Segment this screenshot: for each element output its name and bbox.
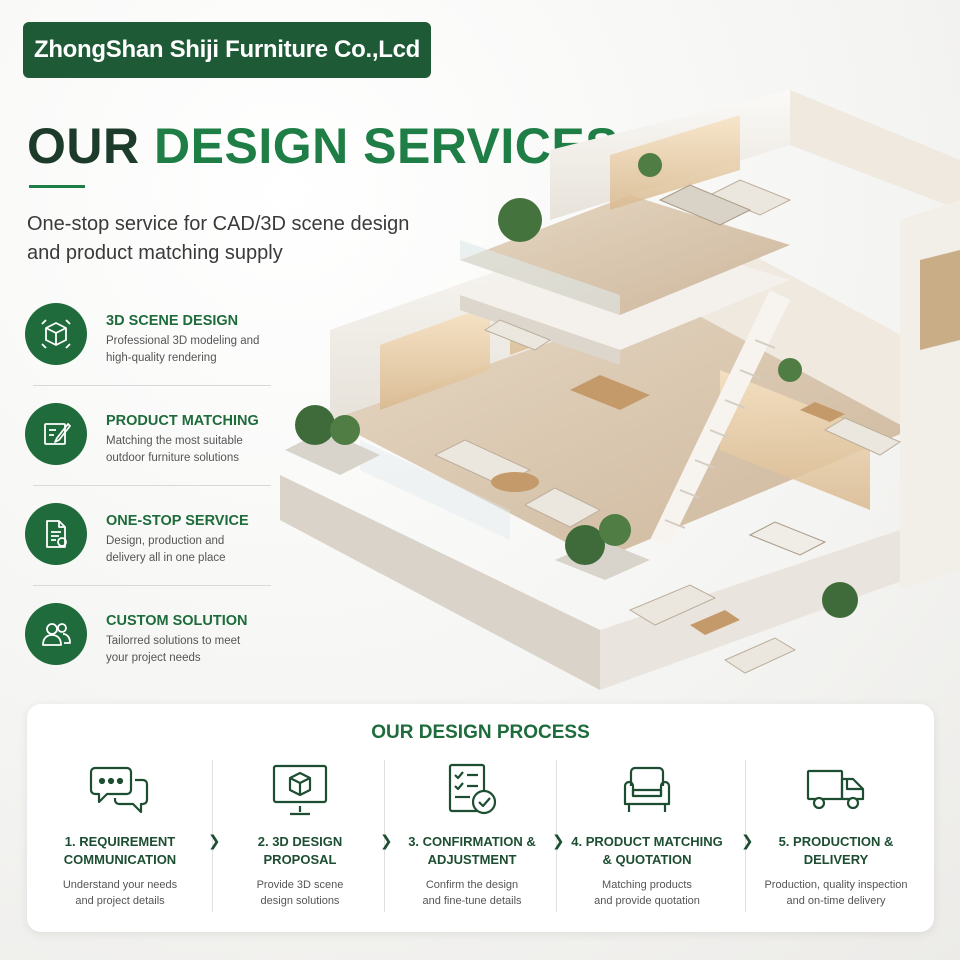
page-title-part1: OUR [27,118,140,174]
service-title: CUSTOM SOLUTION [106,613,248,629]
chevron-right-icon: ❯ [380,833,393,850]
chevron-right-icon: ❯ [552,833,565,850]
process-step-5: 5. PRODUCTION &DELIVERY Production, qual… [751,759,921,909]
service-item-product-matching: PRODUCT MATCHING Matching the most suita… [25,400,271,500]
step-divider [384,760,385,912]
checklist-icon [387,759,557,821]
step-title: 5. PRODUCTION &DELIVERY [778,834,894,867]
chat-bubbles-icon [35,759,205,821]
company-name-banner: ZhongShan Shiji Furniture Co.,Lcd [23,22,431,78]
truck-icon [751,759,921,821]
step-title: 4. PRODUCT MATCHING& QUOTATION [571,834,723,867]
cube-icon [25,303,87,365]
step-divider [556,760,557,912]
pen-board-icon [25,403,87,465]
process-step-4: 4. PRODUCT MATCHING& QUOTATION Matching … [562,759,732,909]
chevron-right-icon: ❯ [208,833,221,850]
page-subtitle: One-stop service for CAD/3D scene design… [27,210,447,268]
service-title: ONE-STOP SERVICE [106,513,249,529]
isometric-house-illustration [280,90,960,690]
service-title: PRODUCT MATCHING [106,413,259,429]
page-title: OUR DESIGN SERVICES [27,116,619,176]
company-name: ZhongShan Shiji Furniture Co.,Lcd [33,36,421,63]
step-divider [745,760,746,912]
service-item-3d-scene-design: 3D SCENE DESIGN Professional 3D modeling… [25,300,271,400]
armchair-icon [562,759,732,821]
subtitle-line-1: One-stop service for CAD/3D scene design [27,213,410,235]
monitor-cube-icon [215,759,385,821]
service-title: 3D SCENE DESIGN [106,313,239,329]
page-title-part2: DESIGN SERVICES [154,118,620,174]
step-divider [212,760,213,912]
process-title: OUR DESIGN PROCESS [371,722,590,743]
chevron-right-icon: ❯ [741,833,754,850]
users-icon [25,603,87,665]
service-item-custom-solution: CUSTOM SOLUTION Tailorred solutions to m… [25,600,271,700]
subtitle-line-2: and product matching supply [27,242,283,264]
document-icon [25,503,87,565]
title-underline [29,185,85,188]
services-list: 3D SCENE DESIGN Professional 3D modeling… [25,300,271,700]
process-step-3: 3. CONFIRMATION &ADJUSTMENT Confirm the … [387,759,557,909]
step-title: 3. CONFIRMATION &ADJUSTMENT [408,834,536,867]
